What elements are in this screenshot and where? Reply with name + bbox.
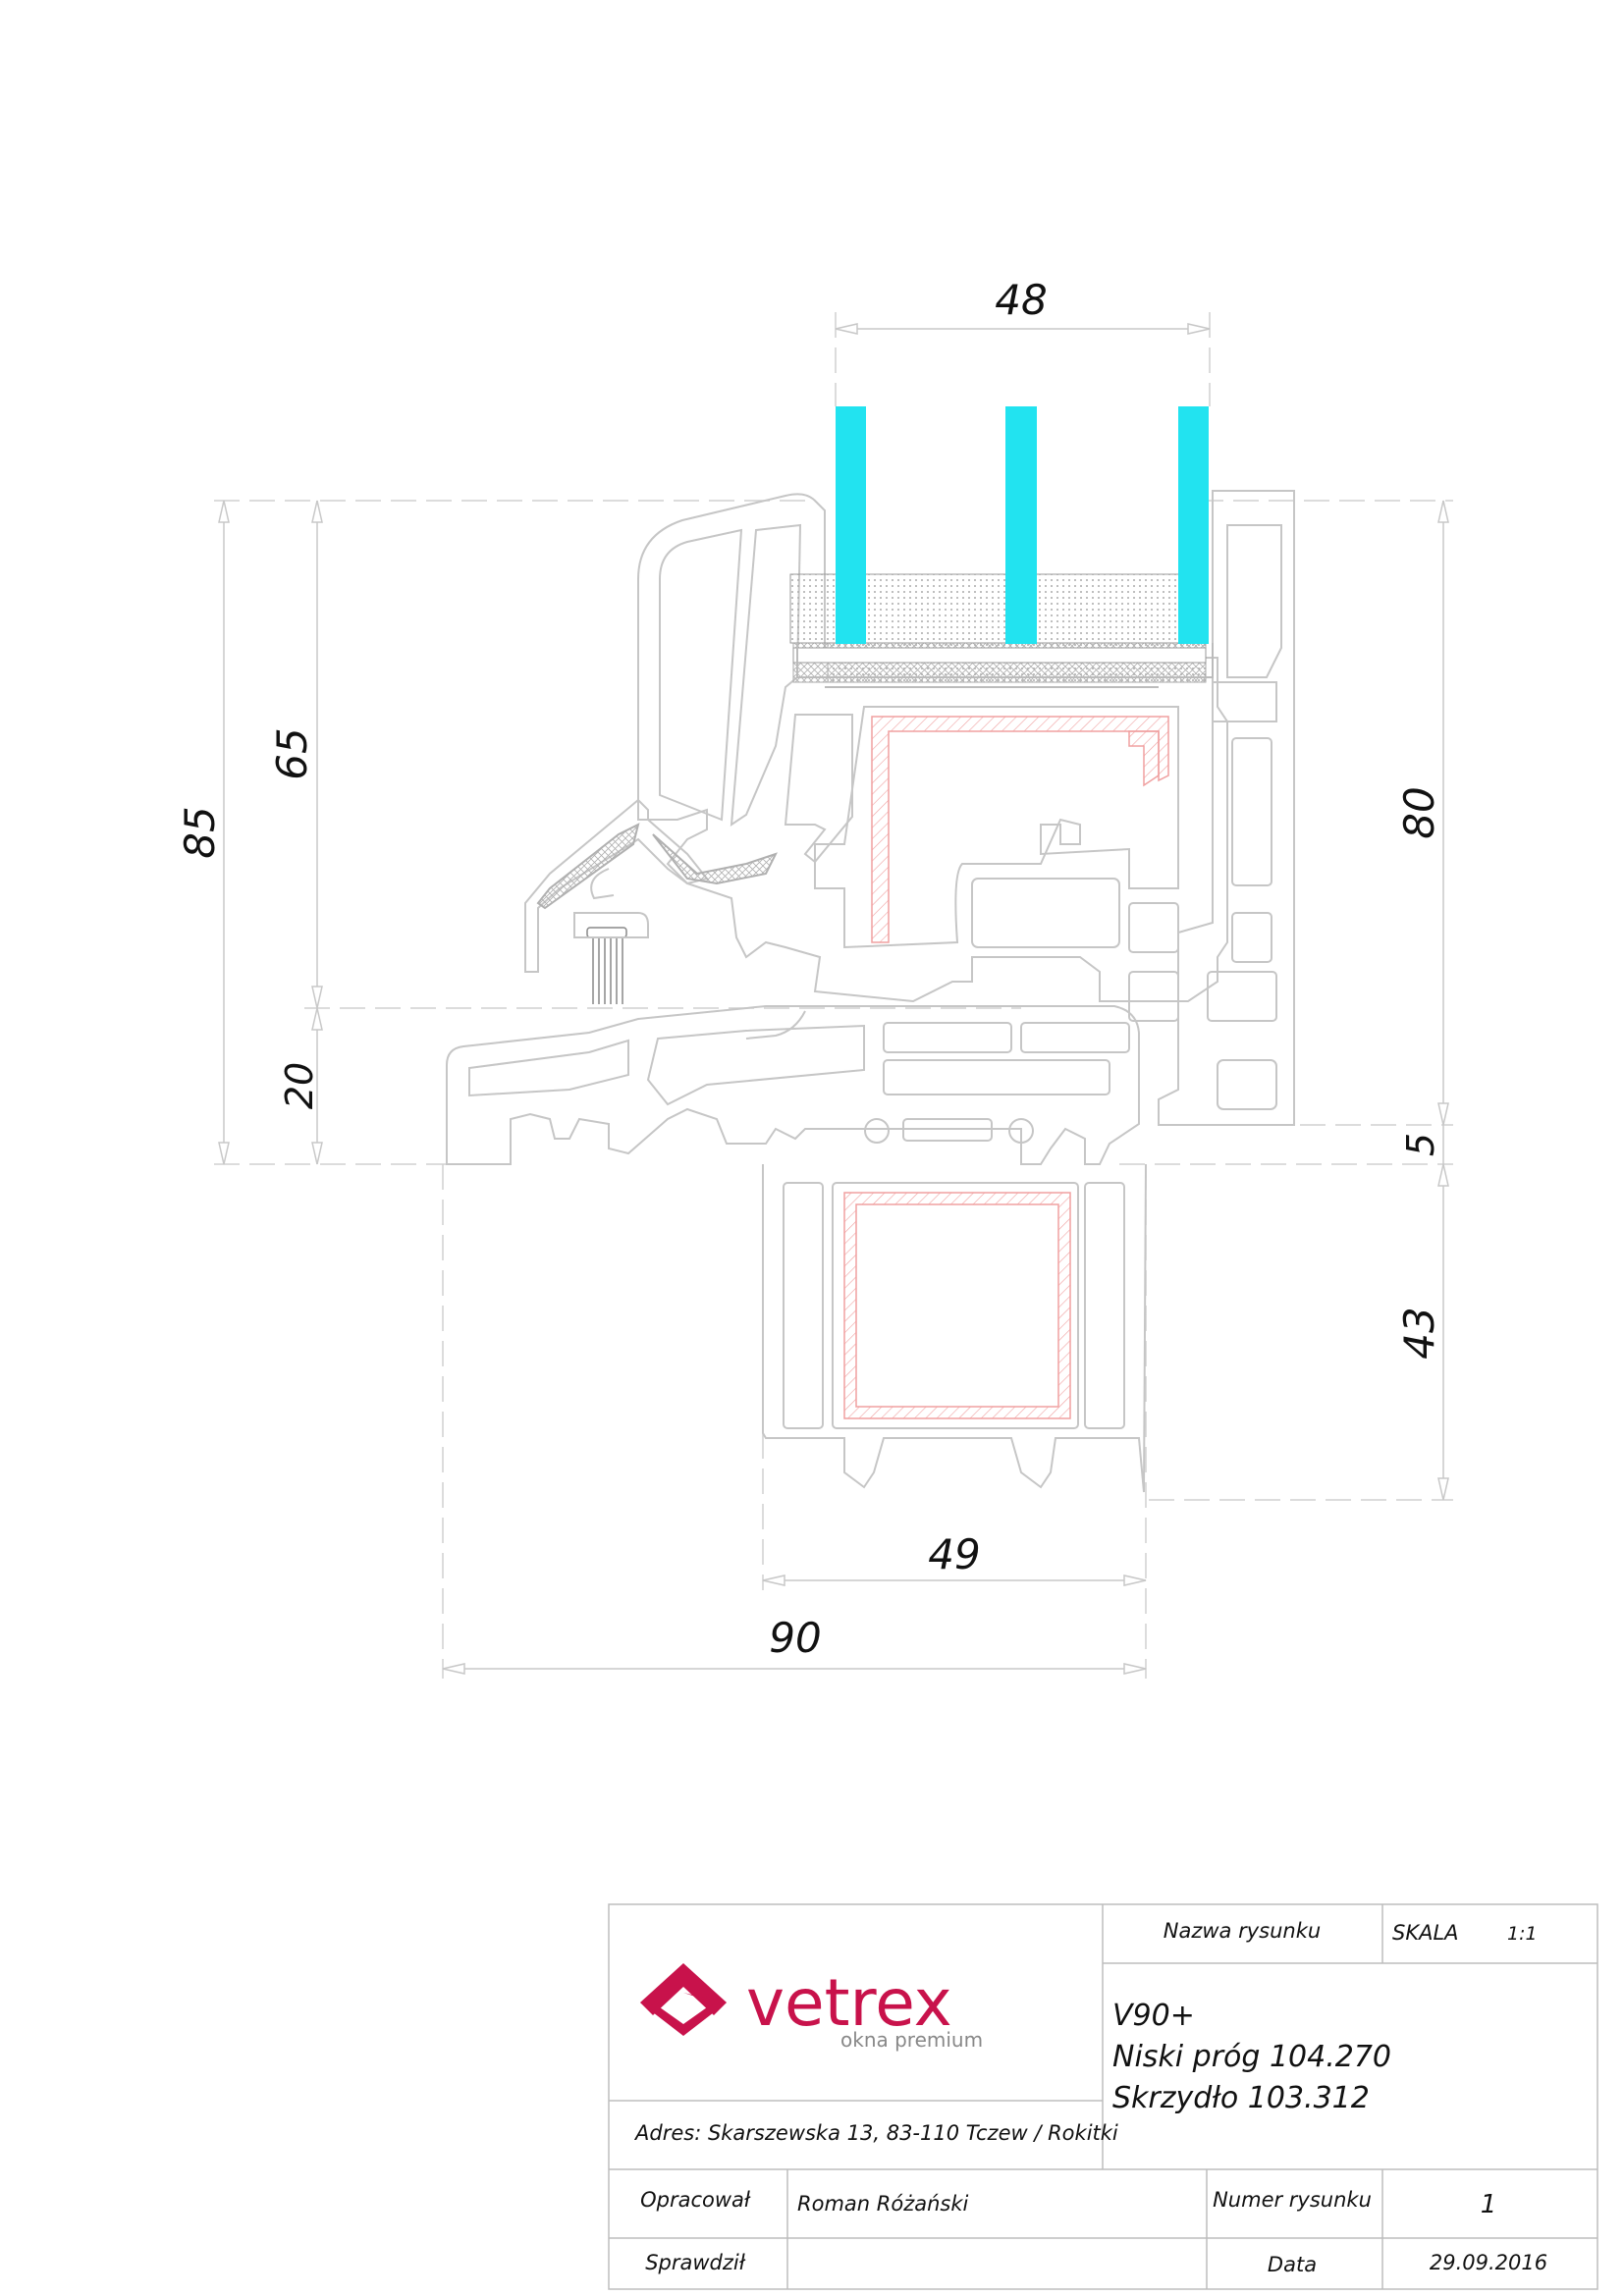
drawing-number-value: 1 <box>1481 2190 1497 2219</box>
sash-core <box>814 706 1179 949</box>
logo-tagline: okna premium <box>840 2028 983 2052</box>
dimension-labels: 48 90 49 85 65 20 80 5 43 <box>176 276 1443 1662</box>
dim-85: 85 <box>176 806 224 858</box>
drawing-number-label: Numer rysunku <box>1213 2188 1372 2212</box>
extension-lines <box>214 312 1453 1679</box>
date-label: Data <box>1268 2253 1317 2276</box>
glass-panes <box>836 406 1209 644</box>
dim-65: 65 <box>268 727 316 779</box>
glass-pane-inner <box>1178 406 1209 644</box>
prepared-value: Roman Różański <box>797 2192 968 2216</box>
window-profile-section <box>214 312 1453 1679</box>
logo-word: vetrex <box>746 1965 952 2041</box>
drawing-name-label: Nazwa rysunku <box>1164 1919 1321 1943</box>
brush-seal <box>586 927 627 1004</box>
checked-label: Sprawdził <box>645 2251 746 2274</box>
prepared-label: Opracował <box>640 2188 751 2212</box>
drawing-name-line-3: Skrzydło 103.312 <box>1112 2081 1370 2115</box>
scale-value: 1:1 <box>1507 1923 1538 1945</box>
frame-right-column <box>1158 490 1295 1126</box>
glass-pane-middle <box>1005 406 1037 644</box>
dim-80: 80 <box>1395 786 1443 838</box>
drawing-name-line-1: V90+ <box>1112 1999 1195 2033</box>
date-value: 29.09.2016 <box>1430 2251 1547 2274</box>
logo-mark-icon <box>640 1963 727 2036</box>
title-block-texts: Adres: Skarszewska 13, 83-110 Tczew / Ro… <box>633 1919 1547 2276</box>
dim-48: 48 <box>995 276 1047 324</box>
drawing-name-line-2: Niski próg 104.270 <box>1112 2040 1391 2074</box>
address: Adres: Skarszewska 13, 83-110 Tczew / Ro… <box>633 2121 1118 2145</box>
sash-chamber-3 <box>784 714 853 864</box>
title-block <box>608 1903 1598 2290</box>
dim-5: 5 <box>1399 1133 1442 1156</box>
dim-43: 43 <box>1395 1307 1443 1359</box>
sash-inner-chamber <box>659 528 743 822</box>
glass-pane-outer <box>836 406 866 644</box>
sash-reinforcement <box>871 716 1169 943</box>
bottom-frame-profile <box>762 1163 1147 1493</box>
threshold-profile <box>446 1005 1140 1165</box>
dimension-lines <box>218 323 1449 1675</box>
scale-label: SKALA <box>1392 1921 1459 1945</box>
vetrex-logo: vetrex okna premium <box>640 1963 983 2052</box>
dim-90: 90 <box>769 1614 821 1662</box>
sash-chamber-2 <box>730 523 802 827</box>
dim-49: 49 <box>928 1530 980 1578</box>
dim-20: 20 <box>278 1062 321 1109</box>
